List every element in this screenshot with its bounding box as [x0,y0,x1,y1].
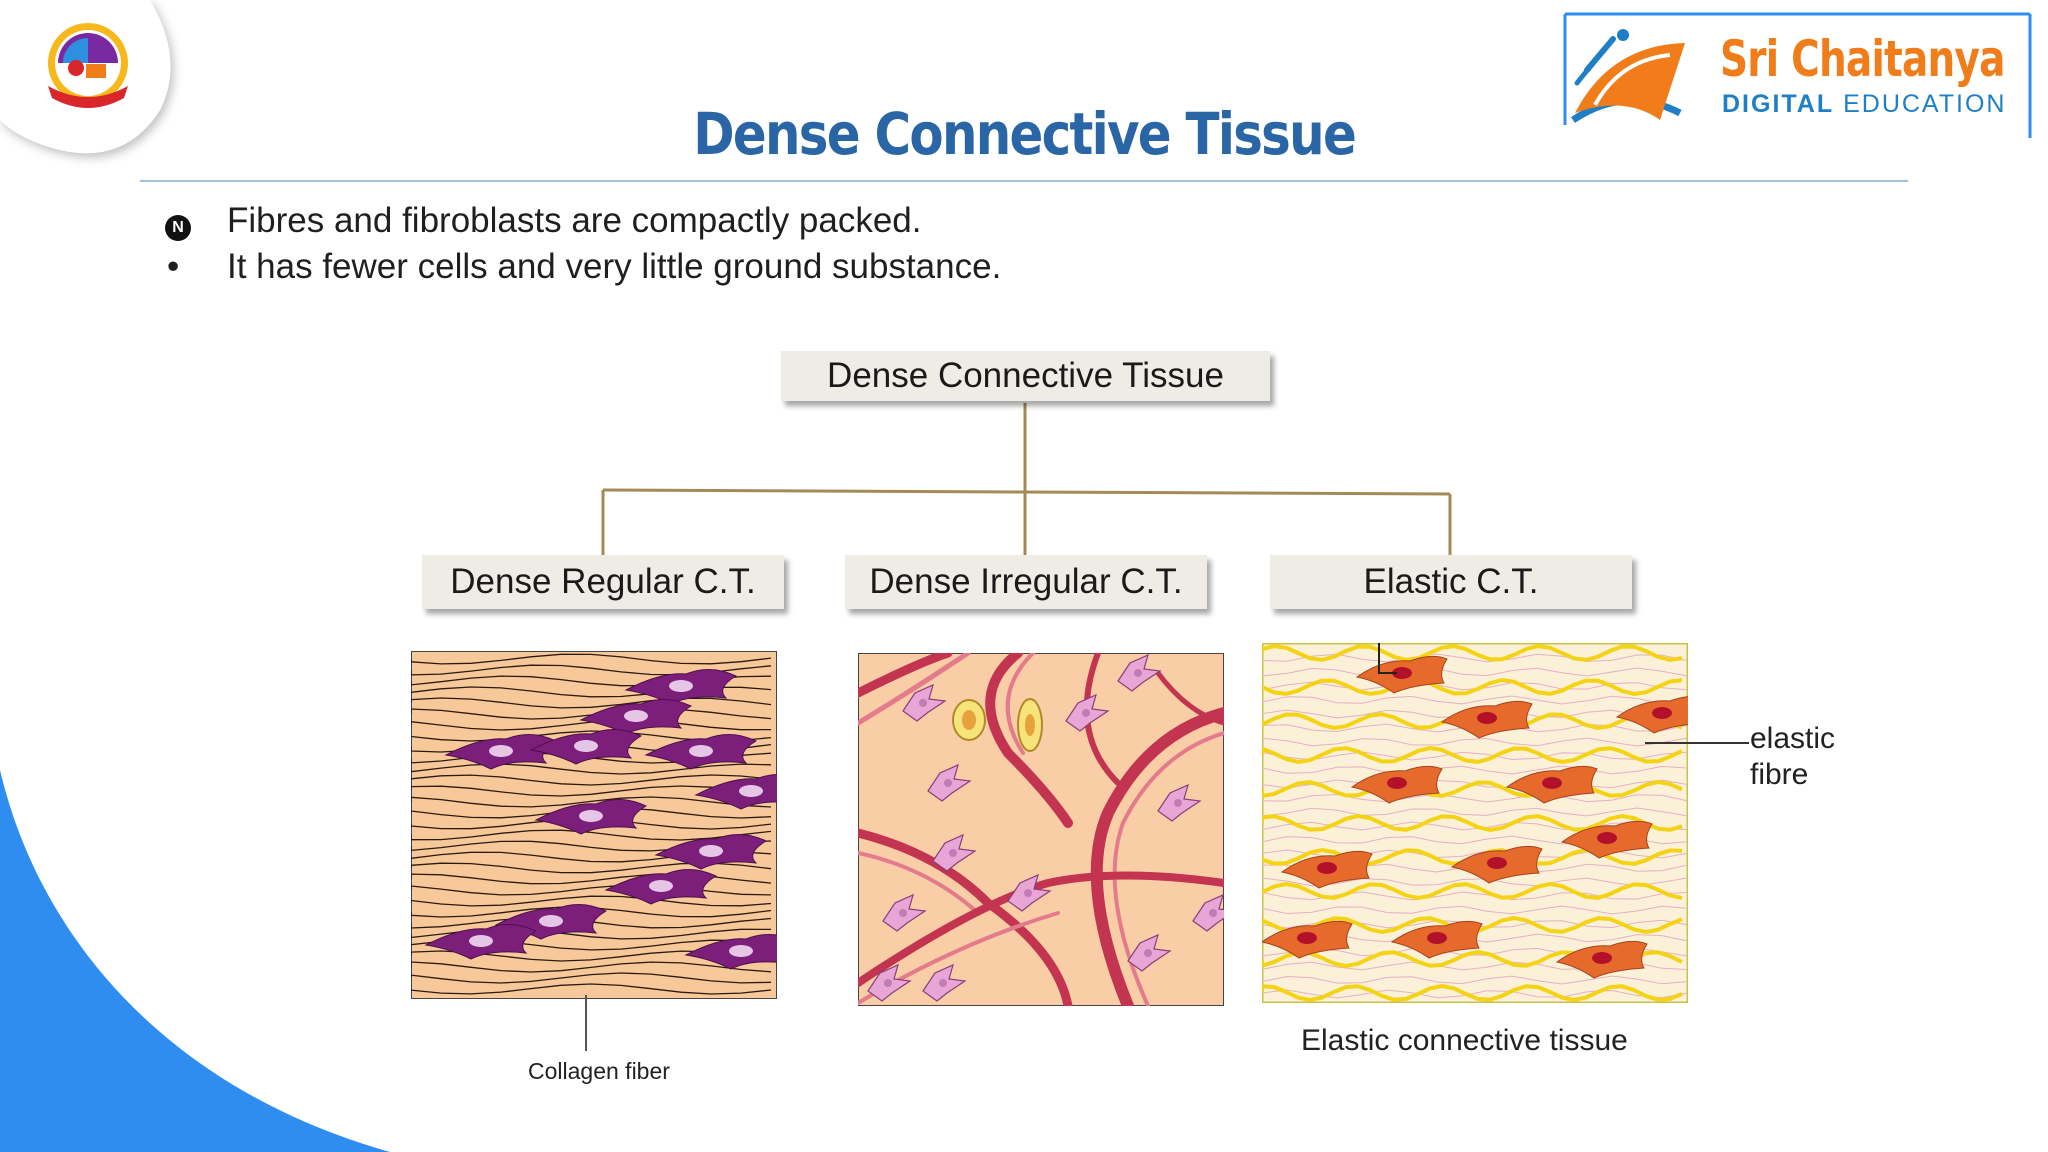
child-node-dense-irregular: Dense Irregular C.T. [845,555,1207,609]
root-node-box: Dense Connective Tissue [781,351,1270,401]
fine-fibre-line [1262,695,1688,705]
collagen-fiber-line [411,983,772,995]
fibroblast-cell [529,729,643,765]
fine-fibre-line [1262,807,1688,817]
fine-fibre-line [1262,765,1688,775]
bullet-text: It has fewer cells and very little groun… [227,247,1002,286]
elastic-caption: Elastic connective tissue [1301,1024,1628,1057]
fibroblast-cell [1450,845,1543,884]
brand-subtitle: DIGITAL EDUCATION [1722,90,2006,119]
elastic-fibre-line [1262,881,1683,901]
fibroblast-cell [1555,940,1648,979]
fibroblast-cell [654,834,768,870]
fine-fibre-line [1262,793,1688,803]
fine-fibre-line [1262,989,1688,999]
fibroblast-cell [1505,765,1598,804]
fibroblast-cell [882,893,927,932]
elastic-fibre-line [1262,644,1683,662]
fibroblast-cell [1127,933,1172,972]
collagen-fiber-line [411,895,772,907]
fibroblast-cell [579,699,693,735]
fibroblast-cell [604,869,718,905]
blue-corner-shape [0,770,390,1152]
collagen-fiber-line [411,763,772,775]
fibroblast-cell [867,963,912,1002]
elastic-tissue-image [1262,643,1688,1003]
elastic-fibre-line [1262,779,1683,799]
bullet-dot-icon: • [167,247,180,286]
fibroblast-cell [902,683,947,722]
brand-name: Sri Chaitanya [1720,30,2005,88]
collagen-fiber-line [411,972,772,984]
fibroblast-cell [644,734,758,770]
elastic-fibre-line [1262,983,1683,1003]
collagen-fiber-line [411,708,772,720]
fine-fibre-line [1262,821,1688,831]
elastic-fibre-label-line1: elastic [1750,722,1836,755]
elastic-fibre-line [1262,745,1683,765]
elastic-fibre-line [1262,813,1683,833]
title-underline [140,180,1908,182]
fine-fibre-line [1262,737,1688,747]
fibroblast-cell [922,963,967,1002]
page-title: Dense Connective Tissue [693,100,1357,168]
child-node-dense-regular: Dense Regular C.T. [422,555,784,609]
fibroblast-cell [927,763,972,802]
fibroblast-cell [1560,820,1653,859]
collagen-fiber-line [411,884,772,896]
brand-subtitle-rest: EDUCATION [1843,90,2007,118]
collagen-fiber-line [411,774,772,786]
bullet-text: Fibres and fibroblasts are compactly pac… [227,201,922,240]
fine-fibre-line [1262,975,1688,985]
fibroblast-cell [1007,873,1052,912]
fibroblast-cell [1390,920,1483,959]
fibroblast-cell [1280,850,1373,889]
dense-irregular-tissue-image [858,653,1224,1006]
fine-fibre-line [1262,905,1688,915]
collagen-fiber-line [411,796,772,808]
fine-fibre-line [1262,667,1688,677]
collagen-pointer-line [585,995,587,1051]
school-emblem-logo [48,23,128,108]
fibroblast-cell [1117,653,1162,692]
fibroblast-cell [1262,920,1353,959]
collagen-fiber-line [411,961,772,973]
fibroblast-cell [424,924,538,960]
fine-fibre-line [1262,653,1688,663]
fibroblast-cell [534,799,648,835]
elastic-fibre-line [1262,677,1683,697]
fibroblast-cell [932,833,977,872]
collagen-fiber-line [411,653,772,665]
collagen-fiber-line [411,928,772,940]
collagen-fiber-line [411,785,772,797]
collagen-fiber-label: Collagen fiber [528,1058,670,1084]
collagen-fiber-line [411,697,772,709]
fibroblast-cell [684,934,777,970]
fibroblast-cell [1192,893,1224,932]
fibroblast-cell [1615,696,1688,734]
fibroblast-cell [1440,700,1533,739]
dense-regular-tissue-image [411,651,777,999]
fine-fibre-line [1262,891,1688,901]
fibroblast-cell [694,774,777,810]
fibroblast-cell [1065,693,1110,732]
fibroblast-cell [1157,783,1202,822]
child-node-elastic: Elastic C.T. [1270,555,1632,609]
brand-book-logo [1571,29,1685,123]
fibroblast-cell [624,669,738,705]
collagen-fiber-line [411,719,772,731]
numbered-bullet-icon: N [165,215,191,241]
elastic-fibre-label-line2: fibre [1750,758,1809,791]
fibroblast-cell [1350,765,1443,804]
elastic-pointer-line [1645,742,1749,744]
brand-subtitle-bold: DIGITAL [1722,90,1835,118]
fine-fibre-line [1262,877,1688,887]
